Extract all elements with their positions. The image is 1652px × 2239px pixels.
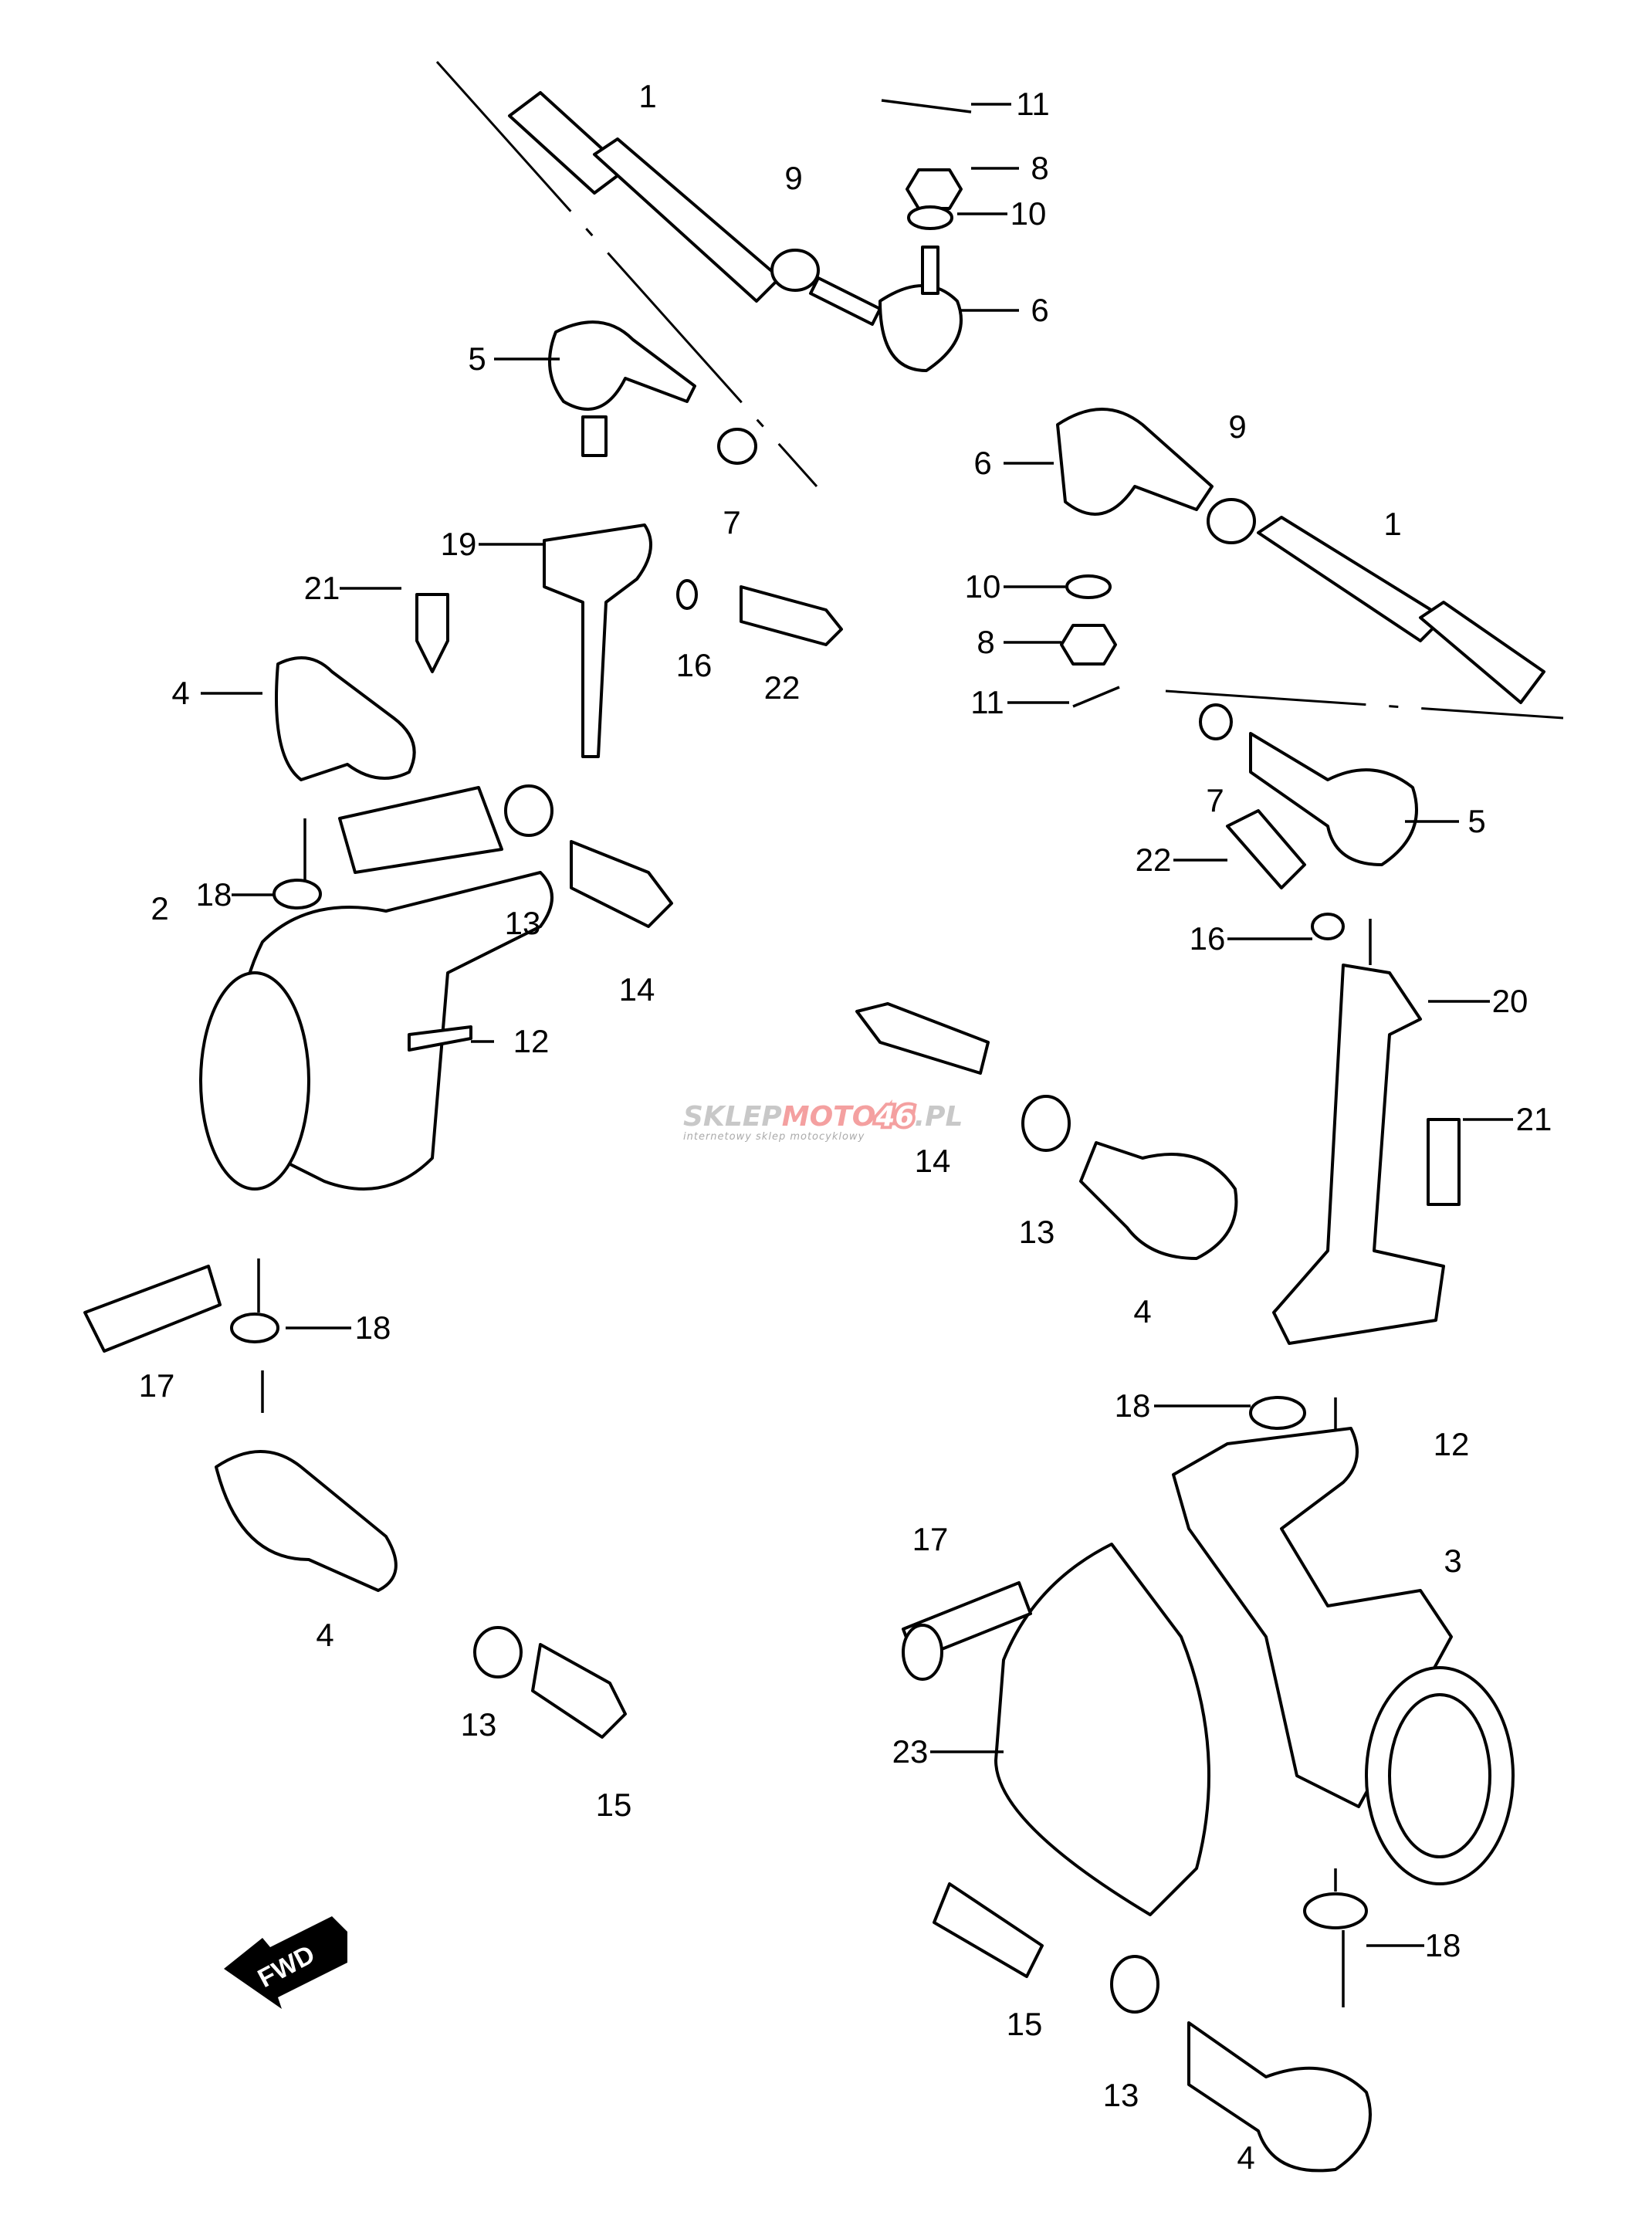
callout-18: 18: [1425, 1927, 1461, 1963]
callout-22: 22: [1136, 842, 1172, 878]
callout-2: 2: [151, 890, 168, 926]
callout-21: 21: [304, 570, 340, 606]
callout-17: 17: [912, 1521, 949, 1557]
callout-1: 1: [638, 78, 656, 114]
callout-8: 8: [977, 624, 994, 660]
callout-5: 5: [1468, 803, 1485, 839]
callout-14: 14: [619, 971, 655, 1008]
callout-16: 16: [1190, 920, 1226, 957]
callout-7: 7: [723, 504, 740, 540]
callout-17: 17: [139, 1367, 175, 1404]
callout-16: 16: [676, 647, 713, 683]
callout-8: 8: [1031, 150, 1048, 186]
callout-5: 5: [468, 340, 486, 377]
svg-text:SKLEPMOTO46.PL: SKLEPMOTO46.PL: [683, 1101, 963, 1133]
callout-4: 4: [316, 1617, 333, 1653]
callout-23: 23: [892, 1733, 929, 1770]
callout-9: 9: [784, 160, 802, 196]
callout-7: 7: [1206, 782, 1224, 818]
knuckle-left: [83, 523, 843, 1739]
callout-15: 15: [596, 1787, 632, 1823]
callout-10: 10: [1010, 195, 1047, 232]
callout-3: 3: [1444, 1543, 1461, 1579]
fwd-arrow: FWD: [224, 1916, 347, 2009]
callout-14: 14: [915, 1143, 951, 1179]
callout-20: 20: [1492, 983, 1528, 1019]
callout-11: 11: [1016, 86, 1050, 122]
callout-12: 12: [1434, 1426, 1470, 1462]
callout-19: 19: [441, 526, 477, 562]
knuckle-right: [902, 1427, 1515, 2173]
tie-rod-right: [855, 408, 1564, 1451]
callout-13: 13: [461, 1706, 497, 1743]
callout-12: 12: [513, 1023, 550, 1059]
callout-18: 18: [1115, 1387, 1151, 1424]
callout-13: 13: [1103, 2077, 1139, 2113]
callout-13: 13: [505, 905, 541, 941]
callout-18: 18: [355, 1309, 391, 1346]
tie-rod-upper-left: [435, 60, 972, 488]
callout-1: 1: [1383, 506, 1401, 542]
callout-15: 15: [1007, 2006, 1043, 2042]
callout-4: 4: [1237, 2139, 1254, 2176]
callout-9: 9: [1228, 408, 1246, 445]
callout-21: 21: [1516, 1101, 1552, 1137]
svg-text:internetowy sklep motocyklowy: internetowy sklep motocyklowy: [683, 1131, 865, 1143]
callout-13: 13: [1019, 1214, 1055, 1250]
callout-4: 4: [1133, 1293, 1151, 1330]
callout-22: 22: [764, 669, 801, 706]
callout-18: 18: [196, 876, 232, 913]
callout-6: 6: [1031, 292, 1048, 328]
callout-6: 6: [973, 445, 991, 481]
leader-lines: [201, 103, 1513, 1947]
callout-10: 10: [965, 568, 1001, 605]
callout-4: 4: [171, 675, 189, 711]
watermark: SKLEPMOTO46.PL internetowy sklep motocyk…: [683, 1098, 963, 1143]
callout-11: 11: [970, 684, 1004, 720]
